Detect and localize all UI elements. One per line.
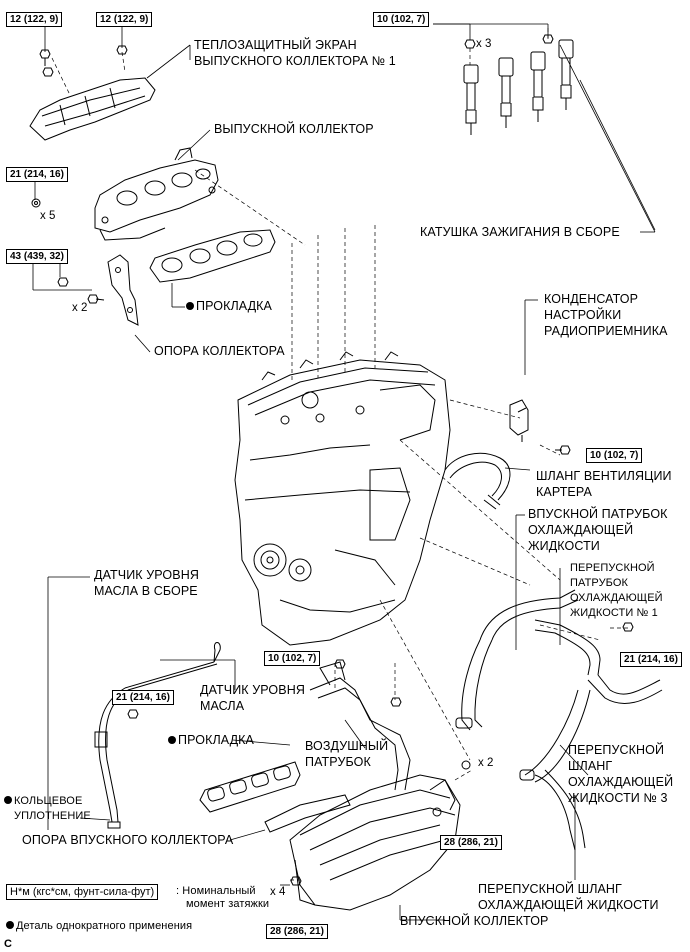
- radio-condenser: [509, 399, 529, 442]
- torque-spec-oil-gauge: 21 (214, 16): [112, 690, 174, 705]
- qty-bracket-bolts: x 2: [72, 302, 88, 314]
- label-bypass-hose3-line1: ПЕРЕПУСКНОЙ: [568, 743, 665, 757]
- label-oil-gauge-line1: ДАТЧИК УРОВНЯ: [200, 683, 305, 697]
- non-reusable-dot-icon: [168, 736, 176, 744]
- intake-gasket: [199, 761, 301, 813]
- engine-block: [234, 351, 451, 646]
- label-air-pipe-line1: ВОЗДУШНЫЙ: [305, 739, 389, 753]
- exhaust-manifold: [94, 147, 219, 241]
- manifold-stay: [107, 254, 139, 326]
- torque-spec-ignition-coil: 10 (102, 7): [373, 12, 430, 27]
- legend-non-reusable: Деталь однократного применения: [6, 920, 192, 933]
- non-reusable-dot-icon: [186, 302, 194, 310]
- qty-intake-nuts: x 2: [478, 757, 494, 769]
- label-heat-shield-line1: ТЕПЛОЗАЩИТНЫЙ ЭКРАН: [194, 38, 357, 52]
- torque-spec-air-pipe: 10 (102, 7): [264, 651, 321, 666]
- ignition-coils: [463, 39, 574, 135]
- label-o-ring-line2: УПЛОТНЕНИЕ: [14, 810, 91, 822]
- label-bypass-hose-line1: ПЕРЕПУСКНОЙ ШЛАНГ: [478, 882, 622, 896]
- corner-letter: C: [4, 938, 13, 950]
- label-condenser-line2: НАСТРОЙКИ: [544, 308, 622, 322]
- label-air-pipe-line2: ПАТРУБОК: [305, 755, 371, 769]
- leader-lines: [32, 23, 656, 921]
- exhaust-gasket: [149, 229, 276, 283]
- label-heat-shield-line2: ВЫПУСКНОГО КОЛЛЕКТОРА № 1: [194, 54, 396, 68]
- label-ignition-coil: КАТУШКА ЗАЖИГАНИЯ В СБОРЕ: [420, 225, 620, 239]
- torque-spec-exhaust-manifold-nut: 21 (214, 16): [6, 167, 68, 182]
- torque-spec-condenser: 10 (102, 7): [586, 448, 643, 463]
- label-exhaust-gasket-text: ПРОКЛАДКА: [196, 299, 272, 313]
- torque-spec-intake-bolt: 28 (286, 21): [266, 924, 328, 939]
- label-intake-manifold: ВПУСКНОЙ КОЛЛЕКТОР: [400, 914, 549, 928]
- label-bypass-pipe-line1: ПЕРЕПУСКНОЙ: [570, 562, 655, 574]
- legend-non-reusable-text: Деталь однократного применения: [16, 920, 193, 932]
- label-exhaust-manifold: ВЫПУСКНОЙ КОЛЛЕКТОР: [214, 122, 374, 136]
- label-exhaust-gasket: ПРОКЛАДКА: [186, 299, 272, 314]
- non-reusable-dot-icon: [4, 796, 12, 804]
- label-intake-gasket-text: ПРОКЛАДКА: [178, 733, 254, 747]
- non-reusable-dot-icon: [6, 921, 14, 929]
- label-intake-stay: ОПОРА ВПУСКНОГО КОЛЛЕКТОРА: [22, 833, 234, 847]
- label-bypass-hose3-line3: ОХЛАЖДАЮЩЕЙ: [568, 775, 674, 789]
- label-bypass-pipe-line3: ОХЛАЖДАЮЩЕЙ: [570, 592, 663, 604]
- intake-manifold: [289, 774, 461, 911]
- label-bypass-hose-line2: ОХЛАЖДАЮЩЕЙ ЖИДКОСТИ: [478, 898, 659, 912]
- label-o-ring-line1: КОЛЬЦЕВОЕ: [4, 795, 82, 808]
- label-manifold-stay: ОПОРА КОЛЛЕКТОРА: [154, 344, 285, 358]
- air-pipe: [309, 661, 411, 791]
- legend-unit-box: Н*м (кгс*см, фунт-сила-фут): [6, 884, 159, 900]
- qty-intake-bolts: x 4: [270, 886, 286, 898]
- label-oil-gauge-asm-line2: МАСЛА В СБОРЕ: [94, 584, 198, 598]
- pcv-hose: [444, 452, 511, 510]
- label-condenser-line1: КОНДЕНСАТОР: [544, 292, 639, 306]
- label-o-ring-text: КОЛЬЦЕВОЕ: [14, 795, 83, 807]
- label-bypass-pipe-line2: ПАТРУБОК: [570, 577, 629, 589]
- fasteners: [31, 34, 634, 886]
- label-bypass-hose3-line2: ШЛАНГ: [568, 759, 613, 773]
- torque-spec-manifold-stay: 43 (439, 32): [6, 249, 68, 264]
- heat-shield: [29, 77, 156, 141]
- label-water-inlet-line1: ВПУСКНОЙ ПАТРУБОК: [528, 507, 668, 521]
- label-pcv-hose-line2: КАРТЕРА: [536, 485, 592, 499]
- label-oil-gauge-asm-line1: ДАТЧИК УРОВНЯ: [94, 568, 199, 582]
- torque-spec-heat-shield-left: 12 (122, 9): [6, 12, 63, 27]
- qty-coil-bolts: x 3: [476, 38, 492, 50]
- torque-spec-bypass-pipe: 21 (214, 16): [620, 652, 682, 667]
- label-bypass-pipe-line4: ЖИДКОСТИ № 1: [570, 607, 658, 619]
- legend-unit-desc-line1: : Номинальный: [176, 885, 256, 897]
- label-oil-gauge-line2: МАСЛА: [200, 699, 245, 713]
- label-pcv-hose-line1: ШЛАНГ ВЕНТИЛЯЦИИ: [536, 469, 672, 483]
- torque-spec-heat-shield-right: 12 (122, 9): [96, 12, 153, 27]
- qty-manifold-nuts: x 5: [40, 210, 56, 222]
- legend-unit-desc-line2: момент затяжки: [186, 898, 270, 910]
- label-bypass-hose3-line4: ЖИДКОСТИ № 3: [568, 791, 668, 805]
- label-intake-gasket: ПРОКЛАДКА: [168, 733, 254, 748]
- intake-stay: [264, 794, 351, 833]
- coolant-pipes: [455, 589, 663, 851]
- label-water-inlet-line3: ЖИДКОСТИ: [528, 539, 600, 553]
- torque-spec-intake-nut: 28 (286, 21): [440, 835, 502, 850]
- label-condenser-line3: РАДИОПРИЕМНИКА: [544, 324, 668, 338]
- dashed-alignment-lines: [51, 28, 628, 881]
- label-water-inlet-line2: ОХЛАЖДАЮЩЕЙ: [528, 523, 634, 537]
